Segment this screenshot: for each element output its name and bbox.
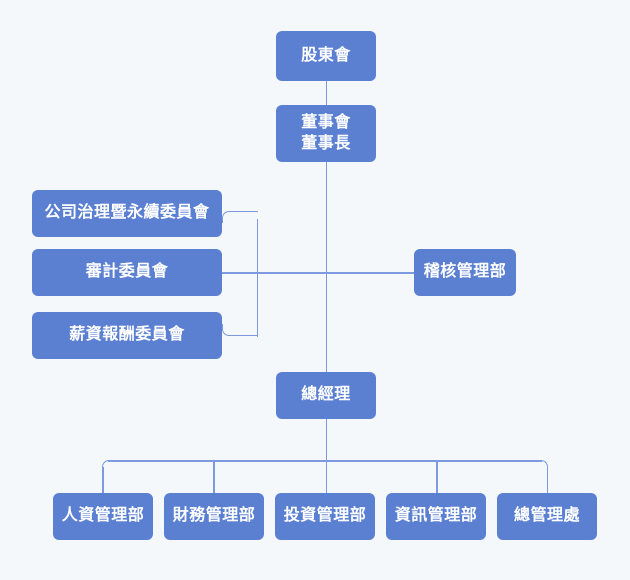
connector-drop-dept-5 <box>546 467 548 493</box>
node-general-manager-label: 總經理 <box>301 386 351 404</box>
node-department-hr[interactable]: 人資管理部 <box>53 493 153 540</box>
connector-drop-dept-1 <box>102 467 104 493</box>
node-corporate-governance-committee[interactable]: 公司治理暨永續委員會 <box>32 190 222 237</box>
connector-elbow-compensation-committee <box>222 324 258 336</box>
node-corporate-governance-committee-label: 公司治理暨永續委員會 <box>44 204 210 222</box>
node-audit-committee[interactable]: 審計委員會 <box>32 249 222 296</box>
node-audit-management-dept-label: 稽核管理部 <box>423 263 507 281</box>
connector-drop-dept-3 <box>325 461 327 493</box>
connector-elbow-governance-committee <box>222 211 258 223</box>
node-shareholders-meeting[interactable]: 股東會 <box>276 31 376 81</box>
node-shareholders-meeting-label: 股東會 <box>301 46 351 64</box>
connector-drop-dept-4 <box>436 461 438 493</box>
connector-audit-committee-to-audit-dept <box>222 272 414 274</box>
node-department-general-admin-label: 總管理處 <box>513 507 580 525</box>
node-compensation-committee[interactable]: 薪資報酬委員會 <box>32 312 222 359</box>
node-department-it[interactable]: 資訊管理部 <box>386 493 486 540</box>
connector-drop-dept-2 <box>213 461 215 493</box>
connector-committee-bus <box>256 219 258 337</box>
connector-shareholders-to-board <box>325 81 327 105</box>
node-department-investment[interactable]: 投資管理部 <box>275 493 375 540</box>
node-board-of-directors[interactable]: 董事會 董事長 <box>276 105 376 162</box>
node-audit-management-dept[interactable]: 稽核管理部 <box>414 249 516 296</box>
node-board-of-directors-label-line1: 董事會 <box>301 114 351 132</box>
node-department-finance[interactable]: 財務管理部 <box>164 493 264 540</box>
connector-dept-bus-left-elbow <box>102 460 116 474</box>
node-department-hr-label: 人資管理部 <box>61 507 145 525</box>
connector-general-manager-to-departments <box>325 419 327 461</box>
connector-dept-bus <box>108 460 542 462</box>
node-compensation-committee-label: 薪資報酬委員會 <box>69 326 185 344</box>
node-audit-committee-label: 審計委員會 <box>85 263 169 281</box>
node-department-finance-label: 財務管理部 <box>172 507 256 525</box>
node-department-it-label: 資訊管理部 <box>394 507 478 525</box>
node-board-of-directors-label-line2: 董事長 <box>301 134 351 152</box>
connector-board-to-general-manager <box>325 162 327 372</box>
node-department-general-admin[interactable]: 總管理處 <box>497 493 597 540</box>
node-general-manager[interactable]: 總經理 <box>276 372 376 419</box>
node-department-investment-label: 投資管理部 <box>283 507 367 525</box>
